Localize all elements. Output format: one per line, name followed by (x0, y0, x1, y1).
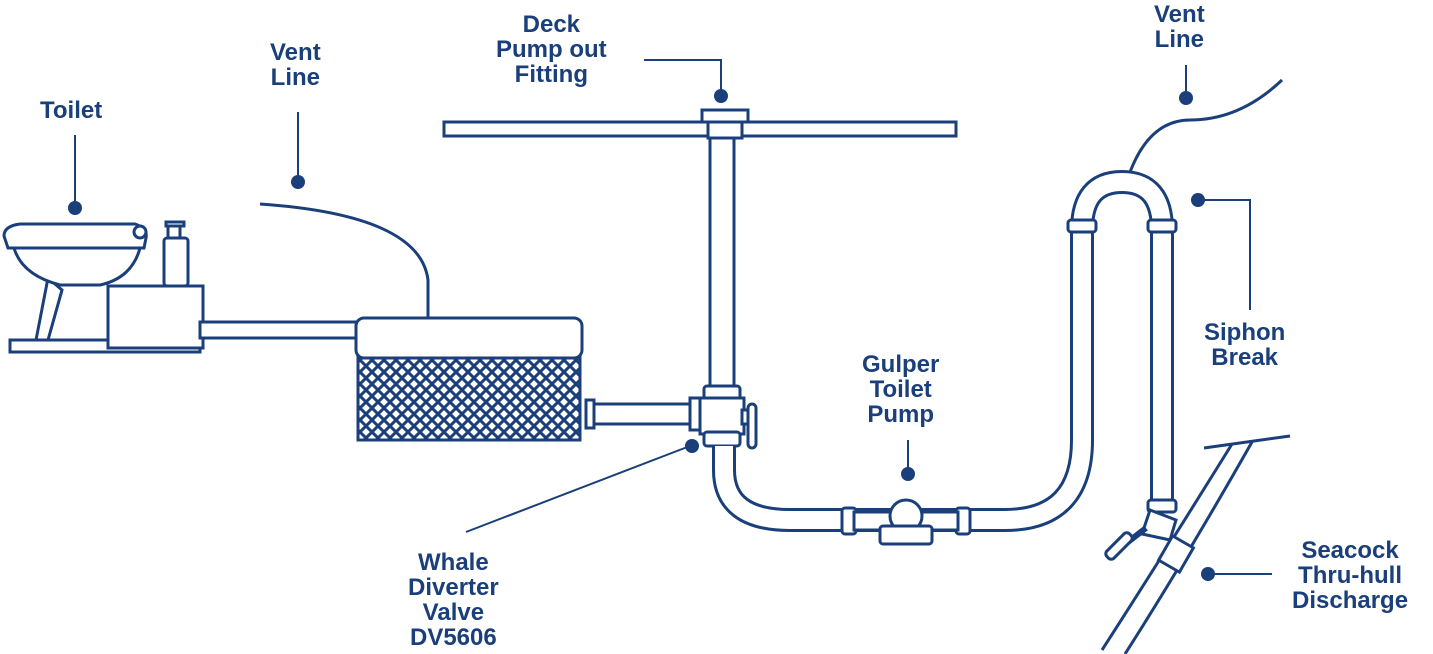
leader-diverter (465, 445, 691, 533)
label-toilet: Toilet (40, 97, 103, 124)
discharge-hose-inner (715, 172, 1171, 529)
label-deck-pump-out-fitting: Deck Pump out Fitting (496, 11, 607, 88)
label-siphon-break: Siphon Break (1204, 319, 1286, 371)
dot-diverter (685, 439, 699, 453)
hull-top-edge (1203, 434, 1291, 450)
label-gulper-toilet-pump: Gulper Toilet Pump (862, 351, 940, 428)
pump-out-pipe (708, 136, 736, 390)
diverter-valve (698, 384, 758, 450)
dot-gulper (901, 467, 915, 481)
label-whale-diverter-valve: Whale Diverter Valve DV5606 (408, 549, 499, 651)
gulper-pump (840, 498, 972, 546)
label-vent-line-left: Vent Line (270, 39, 321, 91)
tank-outlet-pipe (584, 396, 702, 432)
dot-vent-right (1179, 91, 1193, 105)
discharge-hose-outer (712, 169, 1174, 532)
dot-siphon (1191, 193, 1205, 207)
label-vent-line-right: Vent Line (1154, 1, 1205, 53)
holding-tank (354, 316, 584, 442)
toilet-outlet-pipe (198, 320, 360, 340)
deck-plank (442, 120, 958, 138)
leader-siphon (1198, 199, 1251, 310)
dot-deck (714, 89, 728, 103)
deck-fitting (700, 108, 750, 140)
label-seacock-thru-hull-discharge: Seacock Thru-hull Discharge (1292, 537, 1409, 614)
dot-toilet (68, 201, 82, 215)
toilet-drawing (2, 220, 205, 354)
seacock (1104, 508, 1196, 575)
vent-line-right (1128, 78, 1284, 173)
leader-deck (644, 59, 722, 96)
dot-vent-left (291, 175, 305, 189)
dot-seacock (1201, 567, 1215, 581)
vent-line-left (259, 202, 430, 318)
siphon-loop-clamps (1066, 218, 1178, 514)
